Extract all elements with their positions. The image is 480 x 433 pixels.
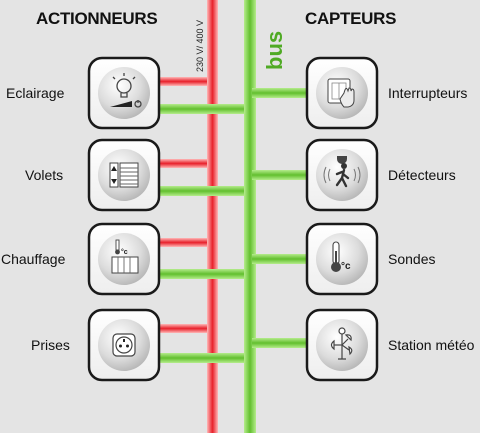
bus-link-prises <box>158 353 252 363</box>
bus-label: bus <box>262 31 287 70</box>
capteur-label-detecteurs: Détecteurs <box>388 167 456 183</box>
power-link-eclairage <box>158 77 216 86</box>
bus-link-eclairage <box>158 104 252 114</box>
power-rail <box>207 0 218 433</box>
actionneur-label-chauffage: Chauffage <box>1 251 66 267</box>
switch-hand-icon <box>327 78 355 108</box>
tile-detecteurs[interactable] <box>305 138 379 212</box>
capteur-label-station-meteo: Station météo <box>388 337 475 353</box>
shutter-icon <box>109 162 139 188</box>
tile-eclairage[interactable] <box>87 56 161 130</box>
actionneur-label-volets: Volets <box>25 167 64 183</box>
sondes-unit: °c <box>341 261 351 272</box>
bus-link-interrupteurs <box>252 88 312 98</box>
bus-rail <box>244 0 256 433</box>
tile-station-meteo[interactable] <box>305 308 379 382</box>
actionneur-label-eclairage: Eclairage <box>6 85 65 101</box>
power-socket-icon <box>112 333 136 357</box>
power-rail-label: 230 V/ 400 V <box>195 20 205 72</box>
actionneur-label-prises: Prises <box>31 337 70 353</box>
capteur-label-interrupteurs: Interrupteurs <box>388 85 468 101</box>
chauffage-unit: °c <box>121 248 128 256</box>
bus-link-sondes <box>252 254 312 264</box>
tile-interrupteurs[interactable] <box>305 56 379 130</box>
power-link-volets <box>158 159 216 168</box>
power-link-prises <box>158 324 216 333</box>
anemometer-icon <box>330 327 353 360</box>
power-links <box>158 77 216 333</box>
bus-links-actionneurs <box>158 104 252 363</box>
thermometer-icon: °c <box>331 241 351 272</box>
power-link-chauffage <box>158 238 216 247</box>
motion-detector-icon <box>323 156 361 188</box>
actionneurs-heading: ACTIONNEURS <box>36 9 158 28</box>
capteur-label-sondes: Sondes <box>388 251 436 267</box>
radiator-thermometer-icon: °c <box>111 239 139 274</box>
bus-links-capteurs <box>252 88 312 348</box>
lamp-dimmer-icon <box>110 73 142 108</box>
tile-sondes[interactable]: °c <box>305 222 379 296</box>
bus-link-station-meteo <box>252 338 312 348</box>
tile-volets[interactable] <box>87 138 161 212</box>
capteurs-heading: CAPTEURS <box>305 9 397 28</box>
tile-chauffage[interactable]: °c <box>87 222 161 296</box>
bus-link-volets <box>158 186 252 196</box>
bus-link-chauffage <box>158 269 252 279</box>
bus-link-detecteurs <box>252 170 312 180</box>
tile-prises[interactable] <box>87 308 161 382</box>
